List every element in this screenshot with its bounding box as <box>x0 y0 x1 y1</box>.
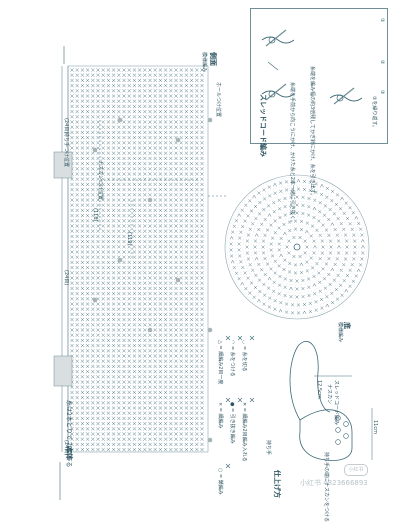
finish-strap-note: スレッドコード編み <box>333 380 339 426</box>
cord-position-label2: ホールつけ位置 <box>215 82 221 118</box>
legend-item: △ = 細編み2目一度 <box>217 340 223 385</box>
inset-note-2: 糸端を手前から向こうにかけ、かけた糸と2本一緒に引き抜く。 <box>289 82 295 225</box>
finish-dimension-w: 11cm <box>372 420 378 434</box>
count-24-bottom: (24目) <box>63 440 69 456</box>
inset-step-2: ② <box>379 60 385 65</box>
strap-position-label: 持ち手つけ位置 <box>63 132 69 168</box>
inset-step-3: ③ <box>379 90 385 95</box>
legend-item: × = 細編み <box>217 402 223 429</box>
thread-cord-inset <box>250 8 388 144</box>
count-24-top: (24目) <box>63 118 69 134</box>
count-24-mid: (24目) <box>63 270 69 286</box>
finish-title: 仕上げ方 <box>273 470 281 498</box>
finish-dimension-h: 12.5cm <box>316 380 322 399</box>
legend-item: ○ = 鎖編み <box>217 468 223 495</box>
legend-item: ✕ = 細編み2目編み入れる <box>241 402 247 462</box>
inset-note-3: ②を繰り返す。 <box>371 96 377 130</box>
stitch-field <box>70 68 204 452</box>
side-sublabel: 模様編み <box>201 52 207 73</box>
side-label: 側面 <box>209 52 217 66</box>
strap-tab-bottom <box>53 355 73 387</box>
pattern-page: 本体 糸は2本どりで 70目作る 側面 模様編み (24目) (24目) (24… <box>53 8 388 522</box>
circle-stitches <box>229 178 365 315</box>
watermark: 小红书 4823666893 <box>300 479 368 487</box>
finish-strap-label: 持ち手 <box>265 440 271 456</box>
inset-title: スレッドコード編み <box>259 94 267 157</box>
strap-outline <box>289 340 331 421</box>
strap-tab-top <box>53 151 73 179</box>
main-panel-subtitle: 糸は2本どりで 70目作る <box>65 400 72 468</box>
count-119: (119) <box>126 232 132 246</box>
legend-item: ◠ = 糸をつける <box>229 340 235 377</box>
watermark-logo: 小红书 <box>344 464 368 476</box>
inset-step-1: ① <box>379 18 385 23</box>
pattern-artwork <box>53 29 373 500</box>
inset-note-1: 糸端を編み幅の約3倍残してかぎ針にかけ、糸を引き出す。 <box>309 66 315 199</box>
bag-outline <box>299 409 353 461</box>
finish-clasp-label: ナスカン <box>326 384 332 405</box>
legend-item: ◡ = 糸を切る <box>241 340 247 372</box>
legend-item: ● = 引き抜き編み <box>229 402 235 444</box>
count-118: (118) <box>92 208 98 222</box>
bottom-circle <box>224 174 370 320</box>
cord-position-label: ナスカンつけ位置 <box>97 160 103 201</box>
bottom-sublabel: 模様編み <box>337 322 343 343</box>
